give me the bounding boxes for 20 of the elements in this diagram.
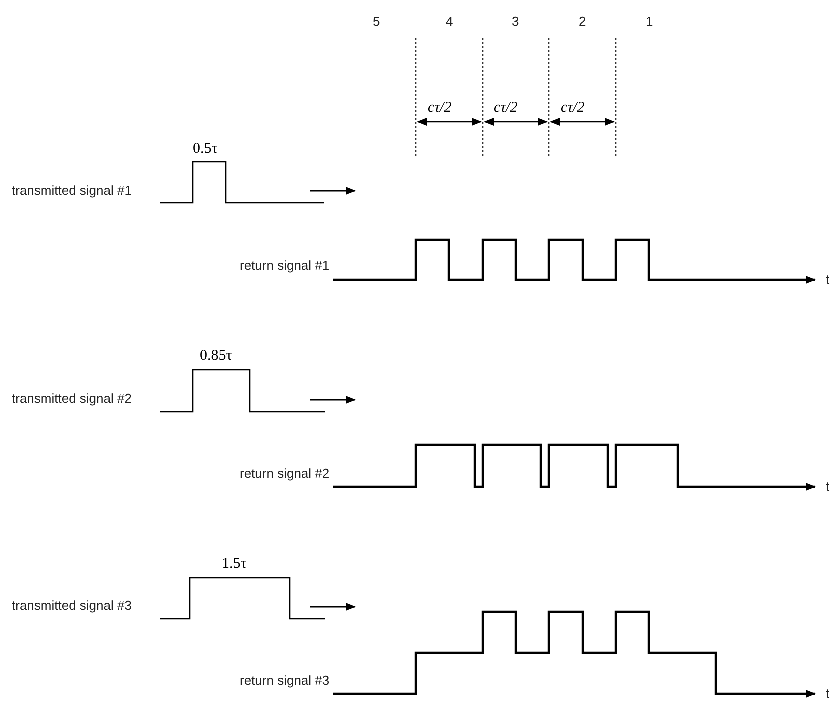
signal-label: return signal #1	[240, 258, 330, 273]
signal-label: transmitted signal #1	[12, 183, 132, 198]
zone-number: 1	[646, 14, 654, 29]
axis-label: t	[826, 272, 830, 287]
axis-label: t	[826, 479, 830, 494]
dimension-label: cτ/2	[561, 101, 585, 116]
zone-number: 3	[512, 14, 520, 29]
zone-number: 5	[373, 14, 380, 29]
dimension-label: cτ/2	[494, 101, 518, 116]
axis-label: t	[826, 686, 830, 701]
zone-number: 2	[579, 14, 586, 29]
pulse-width-label: 0.5τ	[193, 142, 218, 157]
signal-label: transmitted signal #2	[12, 391, 132, 406]
zone-number: 4	[446, 14, 454, 29]
signal-label: transmitted signal #3	[12, 598, 132, 613]
dimension-label: cτ/2	[428, 101, 452, 116]
signal-label: return signal #2	[240, 466, 330, 481]
pulse-width-label: 1.5τ	[222, 557, 247, 572]
pulse-width-label: 0.85τ	[200, 349, 232, 364]
signal-label: return signal #3	[240, 673, 330, 688]
